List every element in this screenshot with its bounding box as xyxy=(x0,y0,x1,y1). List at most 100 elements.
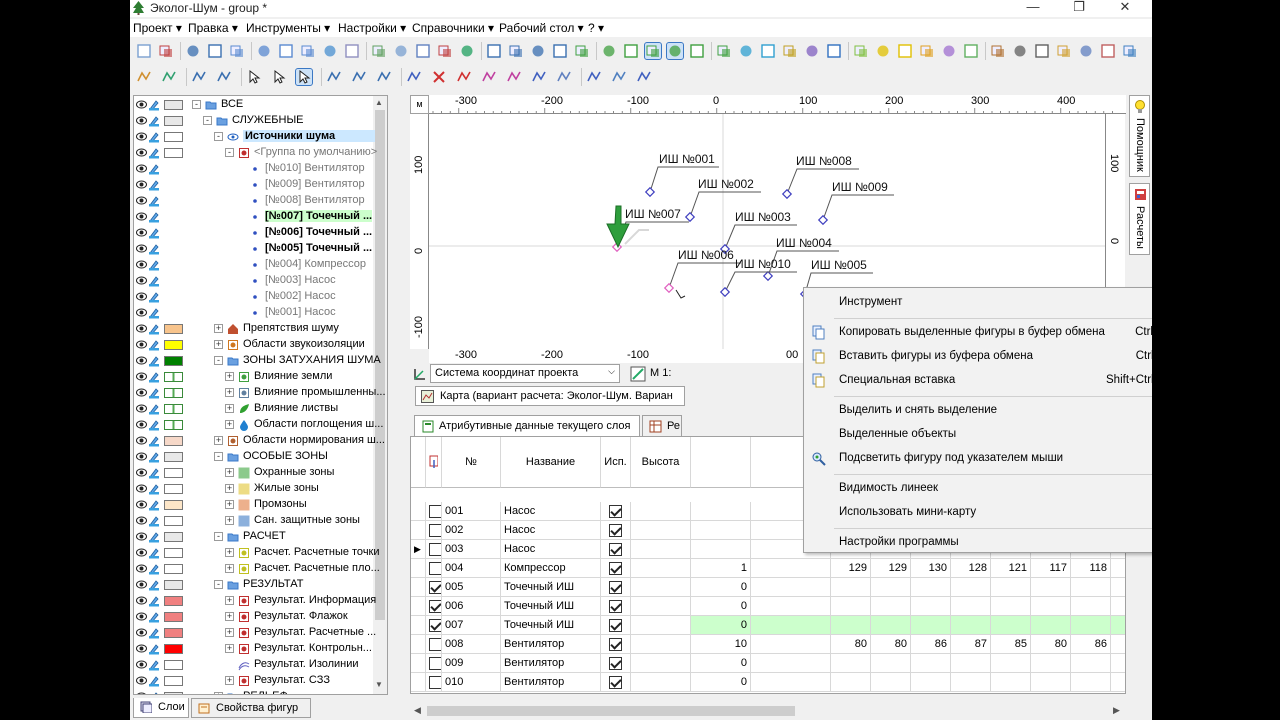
tree-item[interactable]: [№003] Насос xyxy=(134,273,387,289)
visibility-eye-icon[interactable] xyxy=(136,259,147,270)
row-indicator[interactable] xyxy=(411,673,426,692)
visibility-eye-icon[interactable] xyxy=(136,499,147,510)
context-menu-item[interactable]: Вставить фигуры из буфера обменаCtrl+V xyxy=(805,346,1152,368)
layer-color-swatch[interactable] xyxy=(164,404,183,414)
toolbar-button[interactable] xyxy=(271,69,287,85)
context-menu-item[interactable]: Копировать выделенные фигуры в буфер обм… xyxy=(805,322,1152,344)
tree-item[interactable]: [№009] Вентилятор xyxy=(134,177,387,193)
row-select-checkbox[interactable] xyxy=(426,673,442,692)
band-value[interactable] xyxy=(1031,616,1071,635)
visibility-eye-icon[interactable] xyxy=(136,211,147,222)
toolbar-button[interactable] xyxy=(486,43,502,59)
tab-results[interactable]: Ре xyxy=(642,415,682,436)
checkbox[interactable] xyxy=(609,505,622,518)
visibility-eye-icon[interactable] xyxy=(136,131,147,142)
checkbox[interactable] xyxy=(609,676,622,689)
tree-item[interactable]: +Влияние земли xyxy=(134,369,387,385)
row-indicator[interactable] xyxy=(411,502,426,521)
edit-pencil-icon[interactable] xyxy=(148,467,160,479)
edit-pencil-icon[interactable] xyxy=(148,339,160,351)
toolbar-button[interactable] xyxy=(782,43,798,59)
scroll-down-icon[interactable]: ▼ xyxy=(375,680,383,689)
layer-color-swatch[interactable] xyxy=(164,436,183,446)
layer-color-swatch[interactable] xyxy=(164,692,183,694)
column-header[interactable]: Высота xyxy=(631,437,691,488)
visibility-eye-icon[interactable] xyxy=(136,323,147,334)
column-header[interactable]: № xyxy=(442,437,501,488)
tree-item[interactable]: +Охранные зоны xyxy=(134,465,387,481)
toolbar-button[interactable] xyxy=(158,43,174,59)
toolbar-button[interactable] xyxy=(556,69,572,85)
band-value[interactable] xyxy=(951,578,991,597)
tree-item[interactable]: -ВСЕ xyxy=(134,97,387,113)
band-value[interactable]: 117 xyxy=(1031,559,1071,578)
band-value[interactable]: 128 xyxy=(951,559,991,578)
band-value[interactable]: 85 xyxy=(991,635,1031,654)
noise-source-marker[interactable]: ИШ №006 xyxy=(663,248,741,294)
edit-pencil-icon[interactable] xyxy=(148,675,160,687)
toolbar-button[interactable] xyxy=(322,43,338,59)
band-value[interactable] xyxy=(991,673,1031,692)
layer-color-swatch[interactable] xyxy=(164,484,183,494)
visibility-eye-icon[interactable] xyxy=(136,355,147,366)
toolbar-button[interactable] xyxy=(804,43,820,59)
row-name[interactable]: Насос xyxy=(501,540,601,559)
band-value[interactable] xyxy=(911,578,951,597)
tree-item[interactable]: -ЗОНЫ ЗАТУХАНИЯ ШУМА xyxy=(134,353,387,369)
edit-pencil-icon[interactable] xyxy=(148,195,160,207)
toolbar-button[interactable] xyxy=(415,43,431,59)
minimize-button[interactable]: — xyxy=(1026,0,1040,14)
expand-toggle[interactable]: + xyxy=(225,467,234,477)
tab-assistant[interactable]: Помощник xyxy=(1129,95,1150,177)
row-name[interactable]: Компрессор xyxy=(501,559,601,578)
row-enabled-checkbox[interactable] xyxy=(601,673,631,692)
row-height-value[interactable]: 0 xyxy=(691,578,751,597)
checkbox[interactable] xyxy=(429,657,441,670)
edit-pencil-icon[interactable] xyxy=(148,547,160,559)
layer-color-swatch[interactable] xyxy=(164,420,183,430)
toolbar-button[interactable] xyxy=(161,69,177,85)
tree-item[interactable]: +Жилые зоны xyxy=(134,481,387,497)
row-name[interactable]: Точечный ИШ xyxy=(501,597,601,616)
checkbox[interactable] xyxy=(609,638,622,651)
scale-label[interactable]: М 1: xyxy=(650,367,672,379)
tree-item[interactable]: -ОСОБЫЕ ЗОНЫ xyxy=(134,449,387,465)
context-menu-item[interactable]: Выделенные объекты▶ xyxy=(805,424,1152,446)
layer-color-swatch[interactable] xyxy=(164,132,183,142)
edit-pencil-icon[interactable] xyxy=(148,515,160,527)
expand-toggle[interactable]: + xyxy=(225,627,234,637)
toolbar-button[interactable] xyxy=(738,43,754,59)
tab-attribute-data[interactable]: Атрибутивные данные текущего слоя xyxy=(414,415,640,436)
layer-color-swatch[interactable] xyxy=(164,116,183,126)
toolbar-button[interactable] xyxy=(437,43,453,59)
row-enabled-checkbox[interactable] xyxy=(601,559,631,578)
expand-toggle[interactable]: + xyxy=(225,419,234,429)
edit-pencil-icon[interactable] xyxy=(148,147,160,159)
edit-pencil-icon[interactable] xyxy=(148,291,160,303)
edit-pencil-icon[interactable] xyxy=(148,275,160,287)
edit-pencil-icon[interactable] xyxy=(148,131,160,143)
expand-toggle[interactable]: - xyxy=(225,148,234,157)
row-indicator[interactable]: ▶ xyxy=(411,540,426,559)
checkbox[interactable] xyxy=(429,543,441,556)
tab-layers[interactable]: Слои xyxy=(133,698,189,718)
edit-pencil-icon[interactable] xyxy=(148,307,160,319)
row-enabled-checkbox[interactable] xyxy=(601,597,631,616)
row-indicator[interactable] xyxy=(411,559,426,578)
menu-help[interactable]: ? ▾ xyxy=(588,21,605,35)
visibility-eye-icon[interactable] xyxy=(136,403,147,414)
edit-pencil-icon[interactable] xyxy=(148,499,160,511)
toolbar-button[interactable] xyxy=(326,69,342,85)
layers-tree[interactable]: ▲ ▼ -ВСЕ-СЛУЖЕБНЫЕ-Источники шума-<Групп… xyxy=(133,95,388,695)
toolbar-button[interactable] xyxy=(216,69,232,85)
band-value[interactable] xyxy=(831,654,871,673)
checkbox[interactable] xyxy=(429,524,441,537)
tree-item[interactable]: [№010] Вентилятор xyxy=(134,161,387,177)
toolbar-button[interactable] xyxy=(1012,43,1028,59)
edit-pencil-icon[interactable] xyxy=(148,563,160,575)
tree-item[interactable]: -РАСЧЕТ xyxy=(134,529,387,545)
row-name[interactable]: Точечный ИШ xyxy=(501,578,601,597)
band-value[interactable] xyxy=(871,616,911,635)
context-menu-item[interactable]: Выделить и снять выделение▶ xyxy=(805,400,1152,422)
row-enabled-checkbox[interactable] xyxy=(601,540,631,559)
